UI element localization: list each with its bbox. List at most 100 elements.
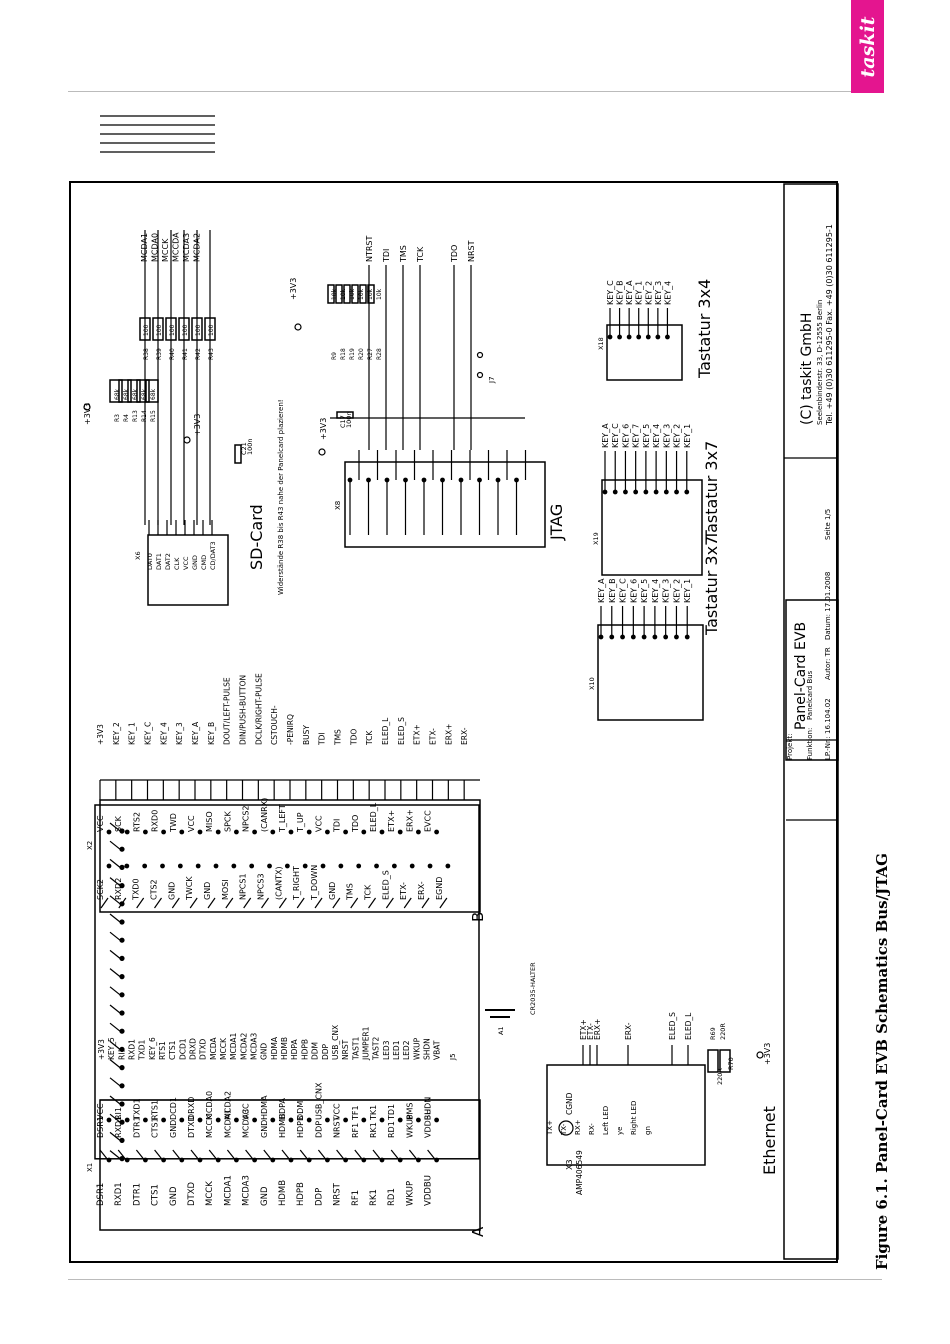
footer-rule bbox=[68, 1279, 882, 1280]
x1-left-net-label: GND bbox=[169, 1186, 179, 1206]
title-block-phone: Tel. +49 (0)30 611295-0 Fax. +49 (0)30 6… bbox=[825, 224, 834, 426]
keypad-key-label: KEY_4 bbox=[651, 579, 660, 603]
x1-right-pin-dot bbox=[306, 1117, 312, 1123]
x1-left-pin-dot bbox=[179, 1157, 185, 1163]
x1-right-net-label: MCDA1 bbox=[229, 1033, 238, 1060]
sdcard-cap-ref: C21 bbox=[240, 442, 248, 455]
x1-right-net-label: TAST1 bbox=[351, 1037, 360, 1061]
x1-right-net-label: HDMA bbox=[270, 1036, 279, 1060]
x2-left-pin-dot bbox=[338, 863, 344, 869]
keypad-key-label: KEY_6 bbox=[621, 424, 630, 448]
ethernet-resistor-ref: R70 bbox=[727, 1057, 735, 1070]
x1-right-net-label: NRST bbox=[341, 1039, 350, 1060]
x1-left-pin-dot bbox=[119, 828, 125, 834]
x2-left-pin-label: TMS bbox=[346, 883, 355, 901]
jtag-net-label: TDI bbox=[382, 249, 391, 263]
sdcard-pullup-value: 68k bbox=[123, 388, 130, 400]
keypad-key-label: KEY_1 bbox=[683, 579, 692, 603]
x1-left-pin-stub bbox=[109, 840, 121, 850]
keypad-pin-dot bbox=[643, 489, 649, 495]
x2-right-pin-dot bbox=[215, 829, 221, 835]
x2-right-net-label: KEY_B bbox=[207, 722, 216, 745]
x1-left-pin-dot bbox=[119, 882, 125, 889]
x2-right-pin-dot bbox=[379, 829, 385, 835]
x1-right-net-label: HDPA bbox=[290, 1039, 299, 1060]
x2-left-pin-dot bbox=[249, 863, 255, 869]
x2-left-pin-stub bbox=[368, 897, 377, 909]
keypad-key-label: KEY_1 bbox=[683, 424, 692, 448]
x1-left-pin-dot bbox=[119, 1046, 125, 1053]
jtag-pin-dot bbox=[384, 477, 390, 483]
x1-right-pin-label: DCD1 bbox=[169, 1097, 178, 1120]
x1-right-pin-label: RI1 bbox=[114, 1107, 123, 1120]
title-block-lp-nr: LP.-Nr.: 16.104.02 bbox=[824, 698, 832, 760]
x2-right-pin-label: RXD0 bbox=[151, 810, 160, 832]
x2-right-pin-dot bbox=[197, 829, 203, 835]
taskit-logo: taskit bbox=[851, 0, 884, 93]
x2-left-pin-stub bbox=[296, 897, 305, 909]
x2-left-pin-dot bbox=[374, 863, 379, 869]
x2-left-pin-dot bbox=[409, 863, 415, 869]
sdcard-net-label: MCDA2 bbox=[193, 233, 202, 262]
jtag-pullup-supply-terminal bbox=[294, 323, 302, 331]
x1-left-pin-dot bbox=[124, 1157, 130, 1163]
x1-right-pin-label: VCC bbox=[96, 1103, 105, 1120]
x1-left-pin-label: VDDBU bbox=[424, 1109, 433, 1138]
ethernet-net-label: ERX+ bbox=[593, 1019, 602, 1040]
title-block-project: Panel-Card EVB bbox=[793, 622, 809, 730]
x1-right-pin-label: TXD1 bbox=[132, 1098, 141, 1121]
keypad-key-label: KEY_3 bbox=[654, 281, 663, 305]
x2-right-net-label: TCK bbox=[365, 730, 374, 746]
x2-left-pin-label: TXD0 bbox=[132, 878, 141, 901]
ethernet-title: Ethernet bbox=[760, 1106, 779, 1175]
x2-right-pin-label: (CANRX) bbox=[260, 798, 269, 832]
x1-right-net-label: +3V3 bbox=[97, 1039, 106, 1060]
x2-right-pin-label: TDI bbox=[333, 819, 342, 833]
keypad-pin-dot bbox=[663, 634, 669, 640]
keypad-pin-dot bbox=[598, 634, 604, 640]
keypad-key-label: KEY_4 bbox=[652, 424, 661, 448]
x2-right-pin-label: ELED_L bbox=[369, 802, 378, 832]
keypad-pin-dot bbox=[653, 489, 659, 495]
sdcard-pullup-value: 68k bbox=[132, 388, 139, 400]
x2-left-pin-dot bbox=[267, 863, 272, 869]
x1-left-net-label: WKUP bbox=[405, 1181, 415, 1206]
x2-right-pin-label: MISO bbox=[205, 811, 214, 832]
x2-right-net-label: TMS bbox=[334, 729, 343, 746]
x1-right-net-label: VBAT bbox=[433, 1040, 442, 1060]
x1-right-net-label: JUMPER1 bbox=[361, 1026, 370, 1061]
x2-left-pin-dot bbox=[213, 863, 219, 869]
keypad-pin-dot bbox=[620, 634, 625, 640]
sdcard-series-ref: R39 bbox=[156, 348, 163, 360]
ethernet-resistor-ref: R69 bbox=[709, 1027, 717, 1040]
x1-left-pin-stub bbox=[109, 858, 121, 868]
figure-caption: Figure 6.1. Panel-Card EVB Schematics Bu… bbox=[873, 853, 891, 1270]
keypad-key-label: KEY_3 bbox=[662, 579, 671, 603]
x1-left-pin-stub bbox=[99, 1149, 109, 1161]
x2-right-pin-dot bbox=[434, 829, 440, 835]
x2-right-net-label: ETX+ bbox=[413, 724, 422, 745]
jtag-net-label: NRST bbox=[467, 240, 476, 262]
sdcard-series-ref: R43 bbox=[208, 348, 215, 360]
x1-right-pin-dot bbox=[161, 1117, 167, 1123]
x1-right-pin-dot bbox=[361, 1117, 367, 1123]
x2-left-pin-stub bbox=[421, 897, 430, 909]
ethernet-pin-label: Right LED bbox=[630, 1101, 638, 1135]
x1-right-net-label: WKUP bbox=[412, 1037, 421, 1060]
sdcard-series-ref: R40 bbox=[169, 348, 176, 360]
x1-left-pin-stub bbox=[154, 1149, 164, 1161]
x2-left-pin-stub bbox=[332, 897, 341, 909]
x2-right-net-label: DIN/PUSH-BUTTON bbox=[239, 675, 248, 745]
keypad-pin-dot bbox=[665, 334, 670, 340]
x2-right-pin-label: EVCC bbox=[424, 810, 433, 832]
x1-right-pin-label: TD1 bbox=[387, 1104, 396, 1121]
x1-left-net-label: MCDA1 bbox=[223, 1175, 233, 1206]
header-rule bbox=[68, 91, 882, 92]
keypad-pin-dot bbox=[626, 334, 632, 340]
sdcard-net-label: MCCK bbox=[161, 238, 170, 262]
jtag-pullup-ref: R18 bbox=[340, 348, 347, 360]
x1-right-pin-dot bbox=[252, 1117, 258, 1123]
x1-right-net-label: DTXD bbox=[199, 1039, 208, 1060]
x2-left-pin-label: GND bbox=[328, 882, 337, 900]
x1-left-pin-dot bbox=[119, 1155, 125, 1162]
